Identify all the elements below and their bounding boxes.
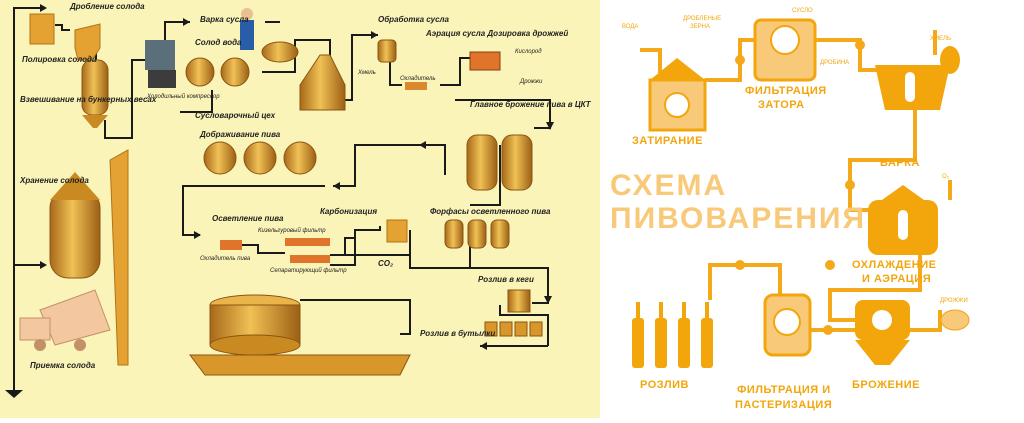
cooling-tank <box>868 185 938 255</box>
compressor-unit <box>148 70 176 88</box>
compressor-photo <box>145 40 175 70</box>
mashing-vessel <box>648 58 707 132</box>
label-co2: CO₂ <box>378 259 393 268</box>
input-hops: ХМЕЛЬ <box>930 36 951 42</box>
stage-filtration-2: ЗАТОРА <box>758 99 805 111</box>
bright-tank-3 <box>490 219 510 249</box>
truck <box>19 289 111 351</box>
cct-tank-1 <box>466 134 498 191</box>
title-line1: СХЕМА <box>610 169 727 202</box>
label-weighing: Взвешивание на бункерных весах <box>20 95 157 104</box>
label-oxygen: Кислород <box>515 49 542 55</box>
label-bright-tanks: Форфасы осветленного пива <box>430 207 551 216</box>
label-hops: Хмель <box>357 70 376 76</box>
label-carbonization: Карбонизация <box>320 207 377 216</box>
left-arrows <box>5 4 554 398</box>
bottles <box>632 302 713 368</box>
label-brewing: Варка сусла <box>200 15 249 24</box>
cct-tank-2 <box>501 134 533 191</box>
cooler-unit <box>405 82 427 90</box>
stage-fermentation: БРОЖЕНИЕ <box>852 379 920 391</box>
mash-tun-2 <box>220 57 250 87</box>
dosing-unit <box>469 51 501 71</box>
input-yeast: ДРОЖЖИ <box>940 298 968 304</box>
maturation-tank-1 <box>203 141 237 175</box>
label-aeration: Аэрация сусла Дозировка дрожжей <box>425 29 568 38</box>
polishing-hopper <box>29 13 55 45</box>
stage-bottling: РОЗЛИВ <box>640 379 689 391</box>
kieselguhr-filter <box>285 238 330 246</box>
input-husk: ДРОБИНА <box>820 60 849 66</box>
whirlpool-tank <box>377 39 397 63</box>
brewer-figure <box>240 20 254 50</box>
bottling-machine <box>189 294 411 376</box>
label-cooler: Охладитель <box>400 76 436 82</box>
stage-filtration: ФИЛЬТРАЦИЯ <box>745 85 827 97</box>
input-o2: O₂ <box>942 174 950 180</box>
bright-tank-1 <box>444 219 464 249</box>
beer-cooler-unit <box>220 240 242 250</box>
pasteurization-tank <box>763 293 812 357</box>
label-sep-filter: Сепаратирующий фильтр <box>270 267 347 274</box>
storage-silo-top <box>50 172 100 200</box>
label-storage: Хранение солода <box>19 176 89 185</box>
conveyor <box>109 149 129 366</box>
label-kegs: Розлив в кеги <box>478 275 534 284</box>
input-grain-2: ЗЕРНА <box>690 24 710 30</box>
stage-mashing: ЗАТИРАНИЕ <box>632 135 703 147</box>
label-clarification: Осветление пива <box>212 214 284 223</box>
mash-tun-1 <box>185 57 215 87</box>
label-brewhouse: Сусловарочный цех <box>195 111 276 120</box>
yeast-icon <box>940 309 970 331</box>
stage-pasteur-2: ПАСТЕРИЗАЦИЯ <box>735 399 832 411</box>
stage-cooling-2: И АЭРАЦИЯ <box>862 273 931 285</box>
stage-boiling: ВАРКА <box>880 157 920 169</box>
label-kieselguhr: Кизельгуровый фильтр <box>258 227 326 234</box>
label-maturation: Дображивание пива <box>199 130 281 139</box>
brewer-head <box>241 8 253 20</box>
keg-row <box>484 321 543 337</box>
label-bottles: Розлив в бутылки <box>420 329 495 338</box>
input-grain: ДРОБЛЕНЫЕ <box>683 16 721 22</box>
hops-icon <box>940 46 960 74</box>
maturation-tank-2 <box>243 141 277 175</box>
storage-silo <box>49 189 101 279</box>
keg-filler <box>507 289 531 313</box>
label-reception: Приемка солода <box>30 361 96 370</box>
carbonizer <box>386 219 408 243</box>
right-valves <box>735 40 865 335</box>
title-line2: ПИВОВАРЕНИЯ <box>610 202 866 235</box>
label-wort-treatment: Обработка сусла <box>378 15 450 24</box>
separator-filter <box>290 255 330 263</box>
input-water: ВОДА <box>622 24 638 30</box>
label-malt-water: Солод вода <box>195 38 242 47</box>
wort-kettle-large <box>299 54 346 111</box>
label-beer-cooler: Охладитель пива <box>200 256 251 262</box>
label-crushing: Дробление солода <box>69 2 145 11</box>
label-compressor: Холодильный компрессор <box>146 93 220 100</box>
wort-kettle-small <box>261 41 299 63</box>
weighing-bunker-cone <box>82 115 108 128</box>
label-polishing: Полировка солода <box>22 55 97 64</box>
label-main-fermentation: Главное брожение пива в ЦКТ <box>470 100 592 109</box>
fermentation-tank <box>855 300 910 365</box>
bright-tank-2 <box>467 219 487 249</box>
stage-cooling: ОХЛАЖДЕНИЕ <box>852 259 936 271</box>
input-wort: СУСЛО <box>792 8 813 14</box>
label-yeast: Дрожжи <box>519 79 543 85</box>
boil-kettle <box>875 65 950 110</box>
lauter-tun <box>753 18 817 82</box>
maturation-tank-3 <box>283 141 317 175</box>
weighing-bunker <box>81 59 109 116</box>
stage-pasteur: ФИЛЬТРАЦИЯ И <box>737 384 831 396</box>
